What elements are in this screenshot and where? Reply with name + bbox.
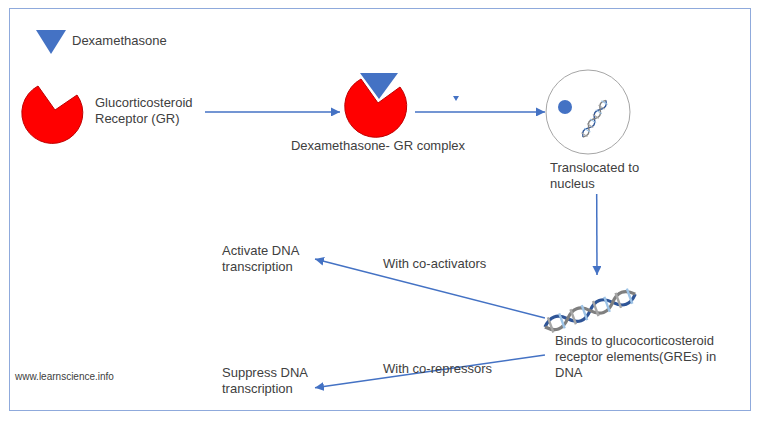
arrow-connector xyxy=(596,194,598,275)
edge-label: With co-activators xyxy=(383,256,523,272)
nucleus-node: Translocated to nucleus xyxy=(545,69,655,194)
node-label: Dexamethasone- GR complex xyxy=(278,138,478,154)
node-label: Suppress DNA transcription xyxy=(222,365,317,397)
arrow-connector xyxy=(415,111,545,113)
node-label: Binds to glucocorticosteroid receptor el… xyxy=(555,333,725,381)
frame-border xyxy=(10,9,751,411)
edge-label: With co-repressors xyxy=(383,361,523,377)
node-label: Activate DNA transcription xyxy=(222,243,317,275)
complex-node: Dexamethasone- GR complex xyxy=(340,72,415,134)
dna-binding-node: Binds to glucocorticosteroid receptor el… xyxy=(540,275,730,400)
node-label: Translocated to nucleus xyxy=(550,160,655,192)
outcome-text-node: Activate DNA transcription xyxy=(218,242,315,276)
legend: Dexamethasone xyxy=(34,28,174,56)
node-label: Glucorticosteroid Receptor (GR) xyxy=(95,95,205,127)
arrow-connector xyxy=(205,111,340,113)
legend-triangle xyxy=(34,28,66,56)
stray-triangle xyxy=(453,96,459,101)
legend-text: Dexamethasone xyxy=(72,33,182,49)
outcome-text-node: Suppress DNA transcription xyxy=(218,364,315,398)
complex-shape xyxy=(340,72,415,134)
watermark: www.learnscience.info xyxy=(15,369,215,385)
arrow-connector xyxy=(315,355,545,388)
nucleus-shape xyxy=(545,69,655,194)
receptor-node: Glucorticosteroid Receptor (GR) xyxy=(20,80,205,144)
